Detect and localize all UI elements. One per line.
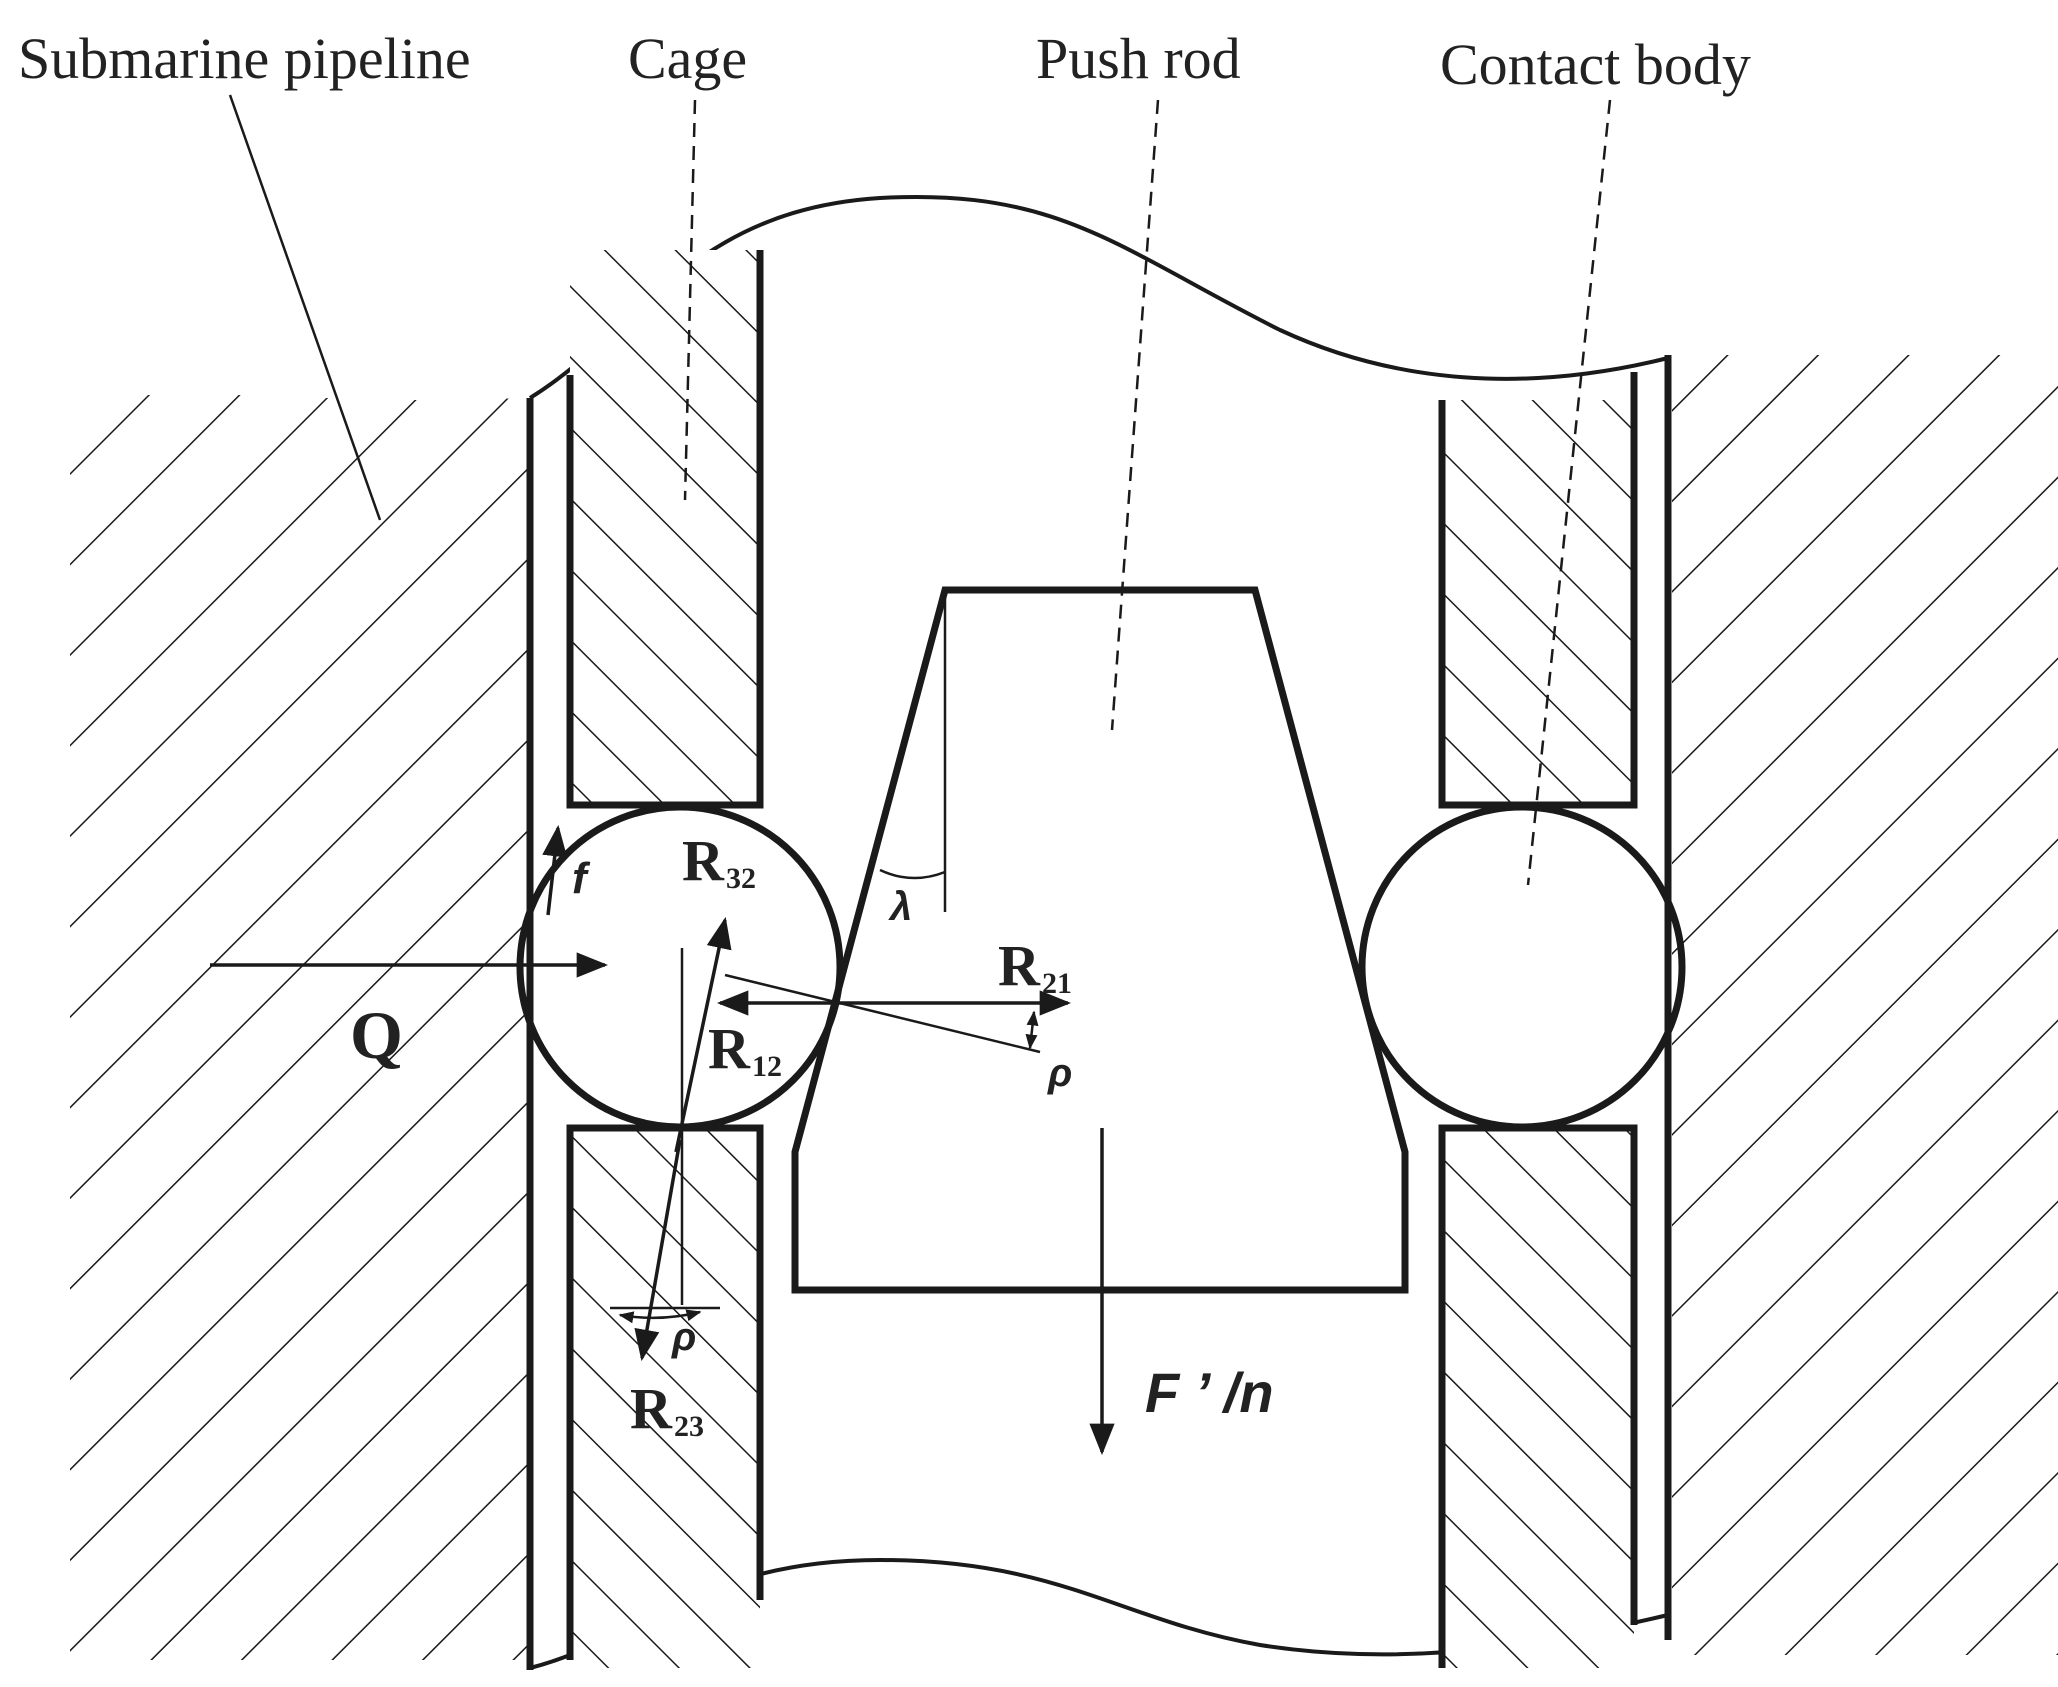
label-contact-body: Contact body: [1440, 32, 1751, 97]
label-R32-R: R: [682, 828, 725, 893]
label-R32-sub: 32: [726, 862, 756, 895]
label-R23: R 23: [630, 1376, 704, 1443]
cage-right-upper: [1438, 372, 1638, 809]
label-F-n: F ’ /n: [1145, 1361, 1274, 1424]
label-Q: Q: [350, 997, 403, 1073]
label-lambda: λ: [888, 885, 912, 929]
leader-cage: [683, 99, 697, 501]
pipeline-wall-left: [70, 395, 530, 1660]
leader-push-rod: [1110, 99, 1160, 731]
arrow-R32: [674, 916, 732, 1153]
label-R12-R: R: [708, 1016, 751, 1081]
lambda-angle-arc: [879, 868, 946, 880]
label-R21-sub: 21: [1042, 967, 1072, 1000]
cage-left-upper: [566, 250, 764, 809]
leader-contact-body: [1526, 99, 1612, 886]
label-R21: R 21: [998, 933, 1072, 1000]
label-rho-upper: ρ: [1047, 1051, 1072, 1095]
label-rho-lower: ρ: [671, 1315, 696, 1359]
push-rod: [791, 586, 1409, 1294]
label-push-rod: Push rod: [1036, 26, 1241, 91]
label-R21-R: R: [998, 933, 1041, 998]
friction-angle-line: [724, 973, 1041, 1054]
pipeline-wall-right: [1672, 355, 2058, 1655]
label-R12-sub: 12: [752, 1050, 782, 1083]
label-R32: R 32: [682, 828, 756, 895]
rho-upper-marker: [1025, 1010, 1039, 1050]
label-submarine-pipeline: Submarine pipeline: [18, 26, 471, 91]
leader-submarine-pipeline: [228, 94, 382, 521]
label-R23-sub: 23: [674, 1410, 704, 1443]
label-R12: R 12: [708, 1016, 782, 1083]
label-f: f: [572, 854, 591, 903]
rho-lower-arc: [618, 1309, 702, 1324]
contact-ball-right: [1358, 803, 1686, 1131]
cage-right-lower: [1438, 1124, 1638, 1668]
label-R23-R: R: [630, 1376, 673, 1441]
label-cage: Cage: [628, 26, 747, 91]
contact-ball-left: [516, 803, 844, 1131]
arrow-f: [542, 824, 568, 916]
